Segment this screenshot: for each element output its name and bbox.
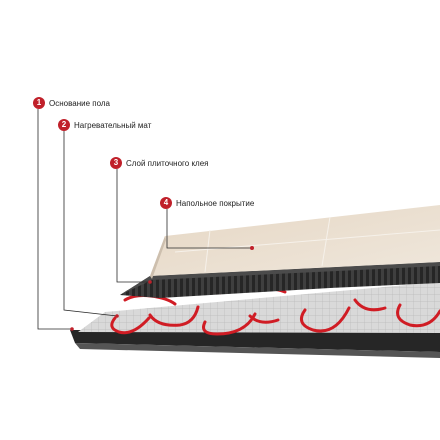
leader-dot-1 <box>70 327 74 331</box>
layer-label-text: Нагревательный мат <box>74 120 152 130</box>
layer-label-tile-adhesive: 3 Слой плиточного клея <box>110 157 208 169</box>
layer-number-badge: 3 <box>110 157 122 169</box>
leader-dot-3 <box>148 280 152 284</box>
leader-lines <box>37 109 254 331</box>
layer-label-floor-covering: 4 Напольное покрытие <box>160 197 254 209</box>
leader-dot-2 <box>115 314 119 318</box>
layer-number-badge: 4 <box>160 197 172 209</box>
layer-label-floor-base: 1 Основание пола <box>33 97 110 109</box>
floor-base-layer <box>70 330 440 358</box>
layer-label-text: Напольное покрытие <box>176 198 255 208</box>
leader-dot-4 <box>250 246 254 250</box>
leader-line-2 <box>63 131 118 317</box>
leader-line-1 <box>37 109 72 330</box>
layer-label-text: Слой плиточного клея <box>126 158 209 168</box>
leader-line-4 <box>166 209 252 249</box>
layer-number-badge: 1 <box>33 97 45 109</box>
layer-label-heating-mat: 2 Нагревательный мат <box>58 119 151 131</box>
leader-line-3 <box>116 169 150 283</box>
layer-label-text: Основание пола <box>49 98 110 108</box>
tile-adhesive-layer <box>120 262 440 298</box>
layer-number-badge: 2 <box>58 119 70 131</box>
